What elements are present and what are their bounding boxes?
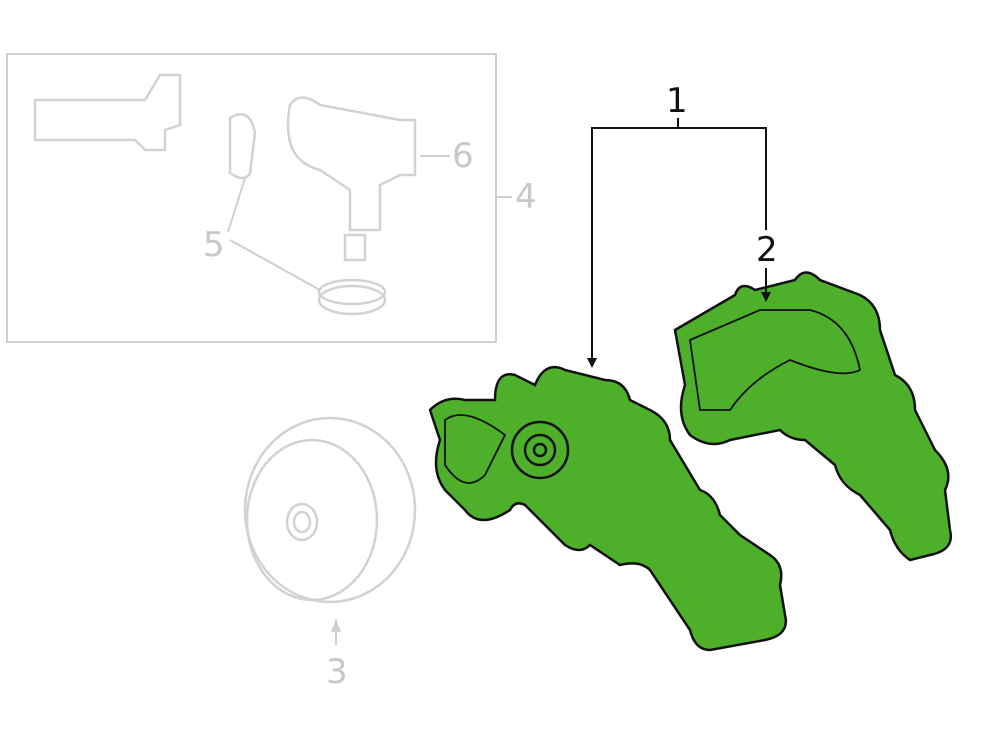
outlet-pipe [33,73,182,152]
pulley[interactable] [243,416,417,604]
callout-6[interactable]: 6 [452,136,474,176]
callout-4[interactable]: 4 [515,177,537,217]
callout-1[interactable]: 1 [666,81,688,121]
water-pump[interactable] [428,365,788,652]
seal-upper [228,113,257,180]
seal-ring [317,284,387,316]
thermostat-group-parts[interactable] [33,73,417,604]
callout-2[interactable]: 2 [756,230,778,270]
callout-5[interactable]: 5 [203,225,225,265]
thermostat-group-box [6,53,497,343]
callout-3[interactable]: 3 [326,652,348,692]
thermostat-housing [286,96,417,232]
water-pump-gasket[interactable] [673,271,953,562]
